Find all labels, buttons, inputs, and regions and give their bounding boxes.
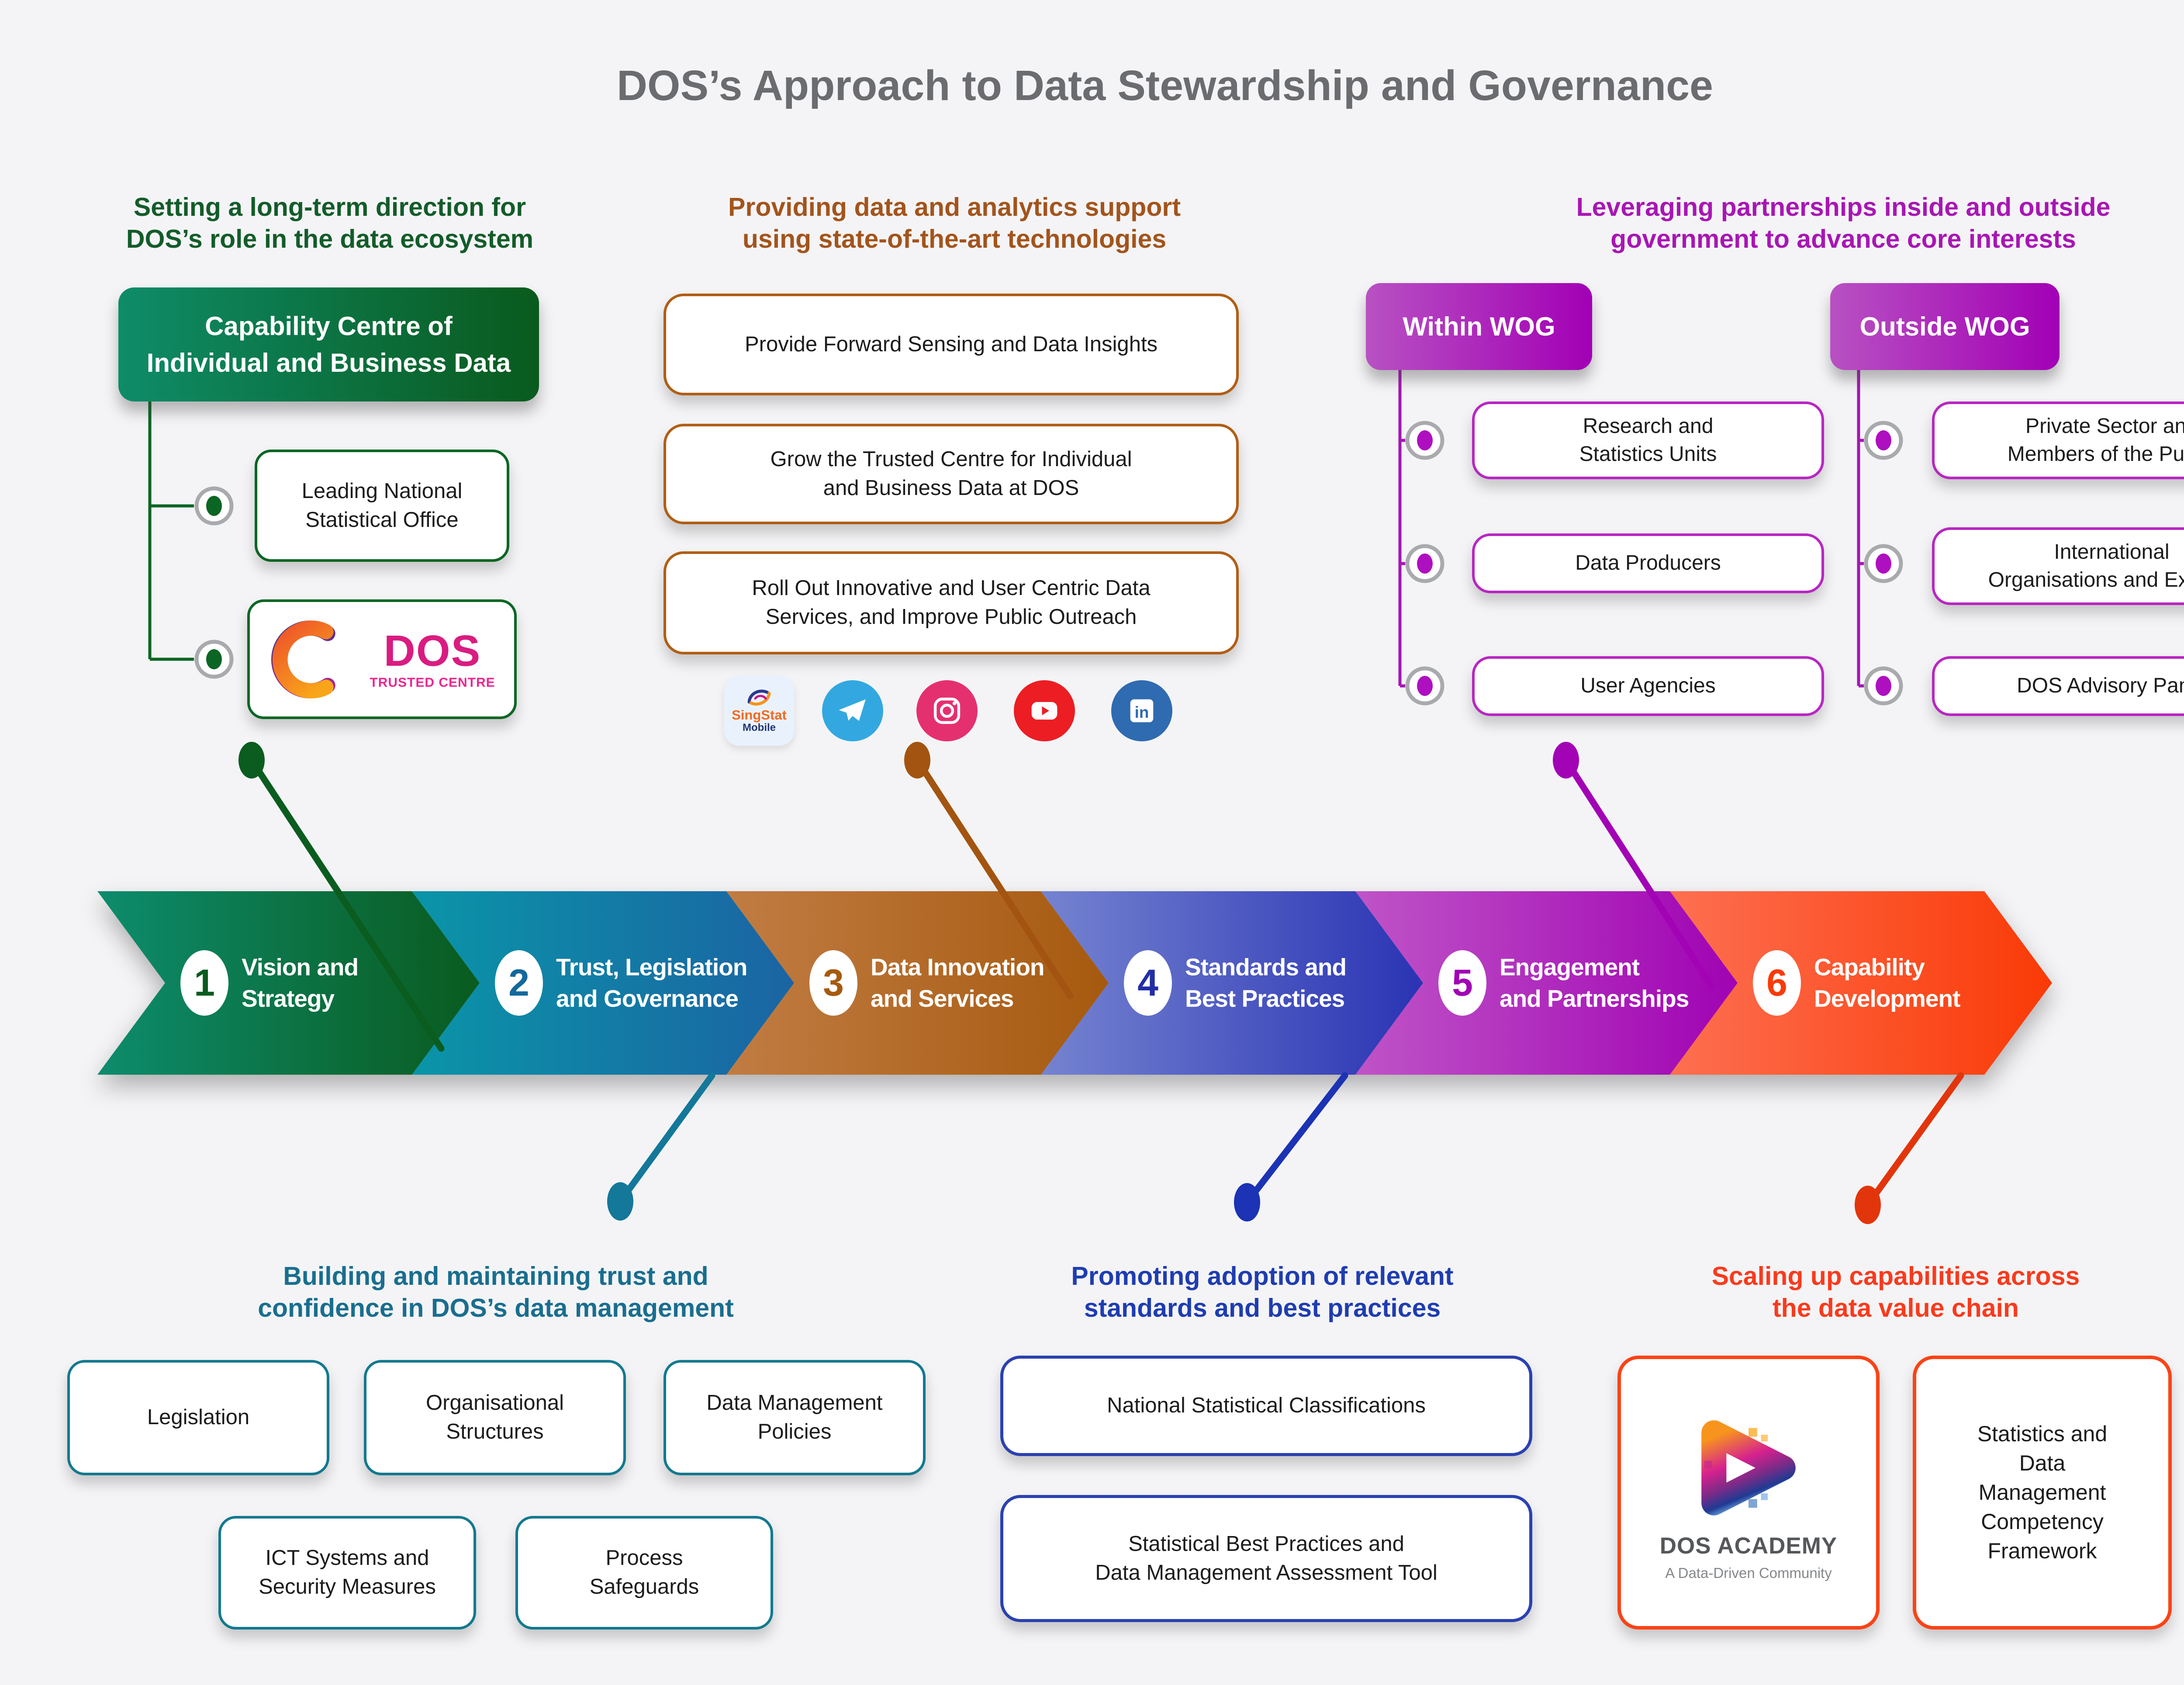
section-heading-data-innovation: Providing data and analytics support usi… (728, 193, 1181, 254)
dos-academy-title: DOS ACADEMY (1659, 1533, 1838, 1559)
list-item-classifications: National Statistical Classifications (1000, 1356, 1532, 1456)
list-item-forward-sensing: Provide Forward Sensing and Data Insight… (663, 294, 1239, 395)
list-item-legislation: Legislation (67, 1360, 329, 1475)
singstat-sublabel: Mobile (743, 722, 776, 734)
chevron-label: Standards and Best Practices (1185, 953, 1347, 1012)
chevron-label: Capability Development (1814, 953, 1960, 1012)
list-item-user-agencies: User Agencies (1472, 656, 1824, 716)
section-heading-trust: Building and maintaining trust and confi… (258, 1262, 734, 1323)
chevron-label: Data Innovation and Services (871, 953, 1044, 1012)
chevron-trust-legislation: 2 Trust, Legislation and Governance (412, 891, 794, 1075)
list-item-research-units: Research and Statistics Units (1472, 401, 1824, 479)
list-item-user-centric: Roll Out Innovative and User Centric Dat… (663, 551, 1239, 654)
singstat-swirl-icon (747, 689, 771, 706)
youtube-icon[interactable] (1014, 680, 1075, 741)
dos-logo-text: DOS TRUSTED CENTRE (370, 629, 495, 689)
list-item-dm-policies: Data Management Policies (663, 1360, 926, 1475)
telegram-icon[interactable] (822, 680, 883, 741)
chevron-number: 5 (1438, 950, 1486, 1016)
dos-academy-subtitle: A Data-Driven Community (1665, 1564, 1832, 1581)
singstat-mobile-app-icon[interactable]: SingStat Mobile (724, 676, 794, 746)
list-item-competency-framework: Statistics and Data Management Competenc… (1913, 1356, 2172, 1630)
list-item-process-safeguards: Process Safeguards (515, 1516, 773, 1630)
dos-academy-logo-box: DOS ACADEMY A Data-Driven Community (1617, 1356, 1880, 1630)
section-heading-vision: Setting a long-term direction for DOS’s … (126, 193, 534, 254)
chevron-number: 1 (180, 950, 228, 1016)
section-heading-partnerships: Leveraging partnerships inside and outsi… (1576, 193, 2111, 254)
linkedin-icon[interactable]: in (1111, 680, 1172, 741)
instagram-icon[interactable] (916, 680, 978, 741)
chevron-number: 3 (809, 950, 857, 1016)
dos-logo-wordmark: DOS (384, 626, 481, 675)
outside-wog-badge: Outside WOG (1830, 283, 2060, 370)
process-chevron-band: 1 Vision and Strategy 2 Trust, Legislati… (0, 891, 2184, 1075)
chevron-label: Vision and Strategy (242, 953, 359, 1012)
chevron-standards: 4 Standards and Best Practices (1041, 891, 1423, 1075)
chevron-number: 6 (1753, 950, 1801, 1016)
svg-text:in: in (1135, 703, 1149, 721)
chevron-vision-strategy: 1 Vision and Strategy (97, 891, 480, 1075)
dos-trusted-centre-logo-box: DOS TRUSTED CENTRE (247, 599, 517, 719)
chevron-label: Trust, Legislation and Governance (556, 953, 747, 1012)
list-item-trusted-centre: Grow the Trusted Centre for Individual a… (663, 424, 1239, 524)
list-item-advisory-panel: DOS Advisory Panel (1932, 656, 2184, 716)
dos-academy-play-icon (1701, 1420, 1796, 1516)
list-item-data-producers: Data Producers (1472, 533, 1824, 593)
chevron-number: 2 (495, 950, 543, 1016)
dos-swirl-icon (271, 620, 336, 699)
list-item-org-structures: Organisational Structures (364, 1360, 626, 1475)
chevron-capability: 6 Capability Development (1670, 891, 2052, 1075)
list-item-international-orgs: International Organisations and Experts (1932, 527, 2184, 605)
within-wog-badge: Within WOG (1366, 283, 1592, 370)
green-radio-nodes (194, 486, 234, 679)
dos-logo-subtitle: TRUSTED CENTRE (370, 675, 495, 690)
list-item-leading-nso: Leading National Statistical Office (255, 450, 509, 562)
page-title: DOS’s Approach to Data Stewardship and G… (617, 62, 1713, 109)
chevron-label: Engagement and Partnerships (1500, 953, 1689, 1012)
list-item-best-practices: Statistical Best Practices and Data Mana… (1000, 1495, 1532, 1622)
section-heading-standards: Promoting adoption of relevant standards… (1071, 1262, 1454, 1323)
green-tree-lines (148, 400, 194, 661)
chevron-number: 4 (1124, 950, 1172, 1016)
list-item-private-sector: Private Sector and Members of the Public (1932, 401, 2184, 479)
list-item-ict-security: ICT Systems and Security Measures (218, 1516, 476, 1630)
capability-centre-box: Capability Centre of Individual and Busi… (118, 287, 539, 401)
section-heading-capabilities: Scaling up capabilities across the data … (1711, 1262, 2080, 1323)
singstat-label: SingStat (732, 707, 787, 723)
